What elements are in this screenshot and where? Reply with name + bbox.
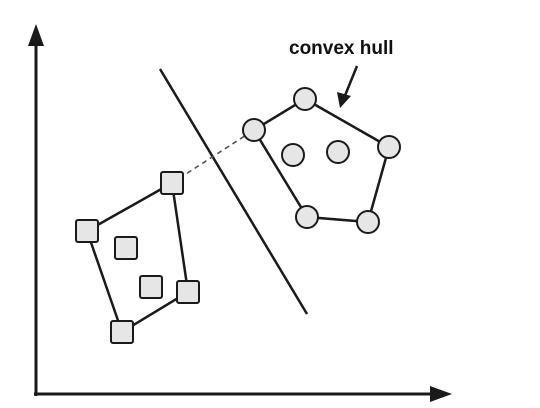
square-markers bbox=[75, 171, 200, 344]
square-point bbox=[75, 219, 99, 243]
convex-hull-label: convex hull bbox=[289, 38, 394, 59]
axes bbox=[28, 24, 452, 402]
circle-point bbox=[377, 135, 401, 159]
annotation-arrow bbox=[337, 65, 359, 108]
circle-point bbox=[293, 87, 317, 111]
circle-point bbox=[326, 140, 350, 164]
circle-markers bbox=[242, 87, 401, 234]
separating-line bbox=[158, 68, 309, 315]
y-axis-arrowhead bbox=[28, 24, 44, 46]
square-point bbox=[160, 171, 184, 195]
annotation-arrowhead bbox=[337, 92, 351, 108]
square-point bbox=[139, 275, 163, 299]
circle-point bbox=[356, 210, 380, 234]
square-point bbox=[114, 236, 138, 260]
circle-point bbox=[295, 205, 319, 229]
x-axis-arrowhead bbox=[430, 386, 452, 402]
nearest-points-connector bbox=[171, 129, 255, 184]
square-point bbox=[176, 280, 200, 304]
circle-group-hull bbox=[252, 97, 391, 224]
square-point bbox=[110, 320, 134, 344]
circle-point bbox=[281, 143, 305, 167]
circle-point bbox=[242, 118, 266, 142]
